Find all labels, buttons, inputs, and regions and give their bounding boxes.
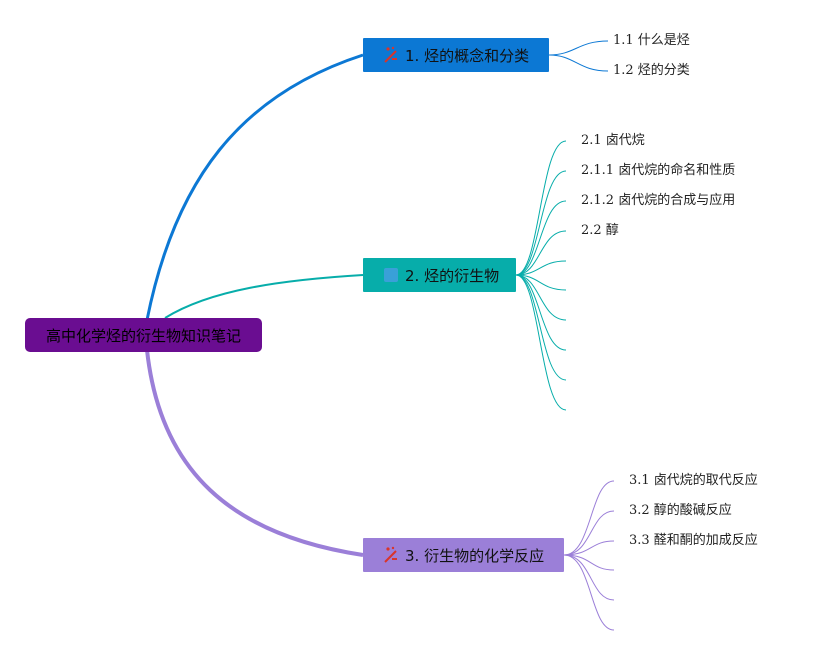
branch-3-leaf-lines	[563, 480, 615, 631]
root-to-branch-3-line	[145, 349, 364, 557]
root-topic[interactable]: 高中化学烃的衍生物知识笔记	[25, 318, 262, 352]
chemistry-icon	[384, 546, 397, 563]
branch-topic-1-label: 1. 烃的概念和分类	[405, 46, 530, 65]
leaf-topic[interactable]: 3.3 醛和酮的加成反应	[629, 533, 758, 548]
branch-topic-2[interactable]: 2. 烃的衍生物	[363, 258, 516, 292]
root-to-branch-1-line	[145, 53, 364, 321]
leaf-topic[interactable]: 1.2 烃的分类	[613, 63, 690, 78]
leaf-topic[interactable]: 2.1.2 卤代烷的合成与应用	[581, 193, 736, 208]
leaf-topic[interactable]: 2.1.1 卤代烷的命名和性质	[581, 163, 736, 178]
square-icon	[384, 268, 398, 282]
chemistry-icon	[384, 46, 397, 63]
branch-2-leaf-lines	[515, 140, 567, 411]
leaf-topic[interactable]: 3.2 醇的酸碱反应	[629, 503, 732, 518]
root-topic-label: 高中化学烃的衍生物知识笔记	[45, 326, 241, 345]
branch-topic-3[interactable]: 3. 衍生物的化学反应	[363, 538, 564, 572]
leaf-topic[interactable]: 1.1 什么是烃	[613, 33, 690, 48]
root-to-branch-2-line	[164, 274, 364, 319]
leaf-topic[interactable]: 2.2 醇	[581, 223, 619, 238]
leaf-topic[interactable]: 3.1 卤代烷的取代反应	[629, 473, 758, 488]
branch-topic-1[interactable]: 1. 烃的概念和分类	[363, 38, 549, 72]
leaf-topic[interactable]: 2.1 卤代烷	[581, 133, 645, 148]
branch-1-leaf-lines	[548, 40, 609, 72]
branch-topic-2-label: 2. 烃的衍生物	[405, 266, 500, 285]
branch-topic-3-label: 3. 衍生物的化学反应	[405, 546, 545, 565]
